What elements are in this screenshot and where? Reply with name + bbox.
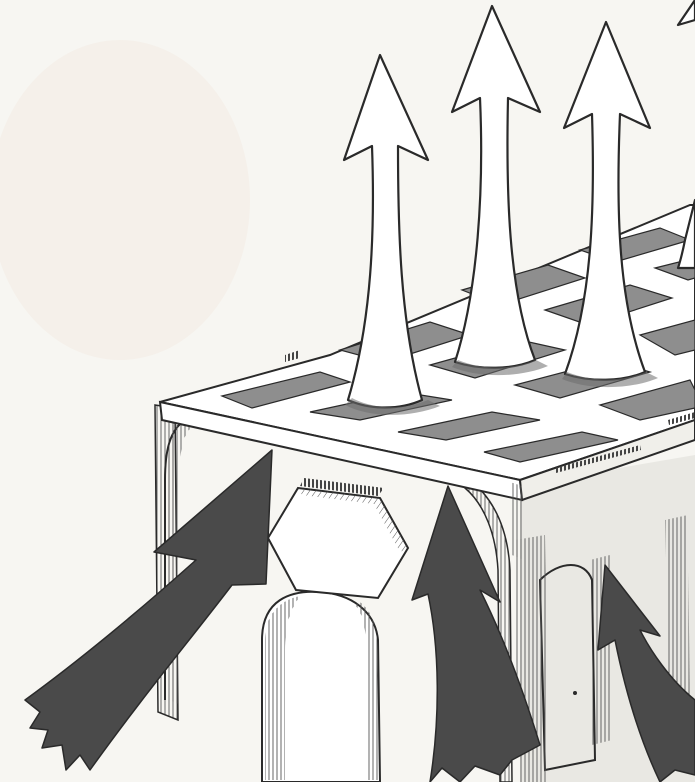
paper-stain: [0, 40, 250, 360]
top-deck-lip-hatch: [510, 482, 524, 560]
ink-speck: [573, 691, 577, 695]
